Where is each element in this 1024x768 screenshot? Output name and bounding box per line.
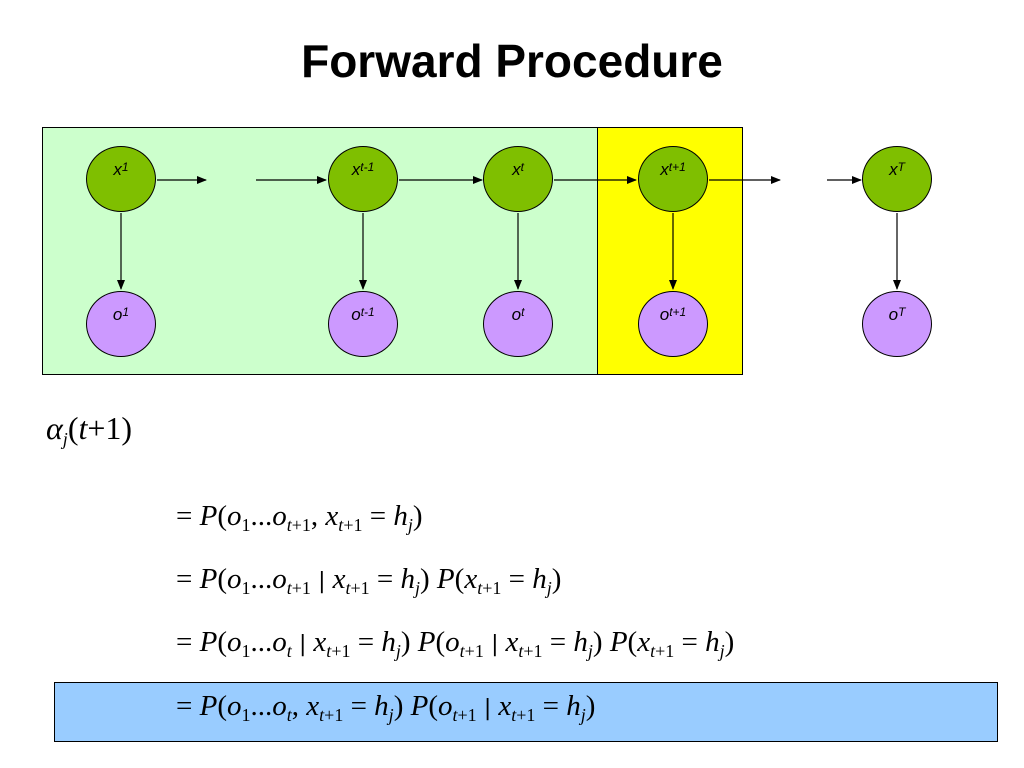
math-subscript: t+1 bbox=[459, 641, 484, 661]
formula-step-3: = P(o1...ot | xt+1 = hj) P(ot+1 | xt+1 =… bbox=[176, 626, 735, 661]
math-subscript: j bbox=[719, 641, 725, 661]
math-subscript: t bbox=[286, 705, 292, 725]
formula-step-1: = P(o1...ot+1, xt+1 = hj) bbox=[176, 500, 423, 535]
result-highlight bbox=[54, 682, 998, 742]
math-subscript: 1 bbox=[241, 578, 251, 598]
diagram-edges bbox=[117, 176, 901, 290]
math-subscript: t+1 bbox=[326, 641, 351, 661]
math-subscript: t+1 bbox=[452, 705, 477, 725]
math-subscript: t+1 bbox=[477, 578, 502, 598]
math-subscript: t+1 bbox=[286, 578, 311, 598]
math-subscript: j bbox=[414, 578, 420, 598]
math-subscript: j bbox=[587, 641, 593, 661]
math-subscript: t+1 bbox=[511, 705, 536, 725]
math-subscript: t bbox=[286, 641, 292, 661]
math-subscript: j bbox=[546, 578, 552, 598]
slide-title: Forward Procedure bbox=[301, 35, 723, 87]
math-subscript: j bbox=[388, 705, 394, 725]
math-subscript: t+1 bbox=[650, 641, 675, 661]
math-subscript: t+1 bbox=[518, 641, 543, 661]
math-subscript: t+1 bbox=[319, 705, 344, 725]
math-subscript: t+1 bbox=[286, 515, 311, 535]
math-subscript: 1 bbox=[241, 641, 251, 661]
formula-step-4-result: = P(o1...ot, xt+1 = hj) P(ot+1 | xt+1 = … bbox=[176, 690, 596, 725]
math-subscript: j bbox=[395, 641, 401, 661]
math-subscript: t+1 bbox=[345, 578, 370, 598]
math-subscript: j bbox=[407, 515, 413, 535]
formula-lhs: αj(t+1) bbox=[46, 410, 133, 449]
math-subscript: j bbox=[580, 705, 586, 725]
math-subscript: j bbox=[62, 429, 68, 449]
formula-step-2: = P(o1...ot+1 | xt+1 = hj) P(xt+1 = hj) bbox=[176, 563, 562, 598]
math-subscript: 1 bbox=[241, 515, 251, 535]
math-subscript: t+1 bbox=[338, 515, 363, 535]
math-subscript: 1 bbox=[241, 705, 251, 725]
